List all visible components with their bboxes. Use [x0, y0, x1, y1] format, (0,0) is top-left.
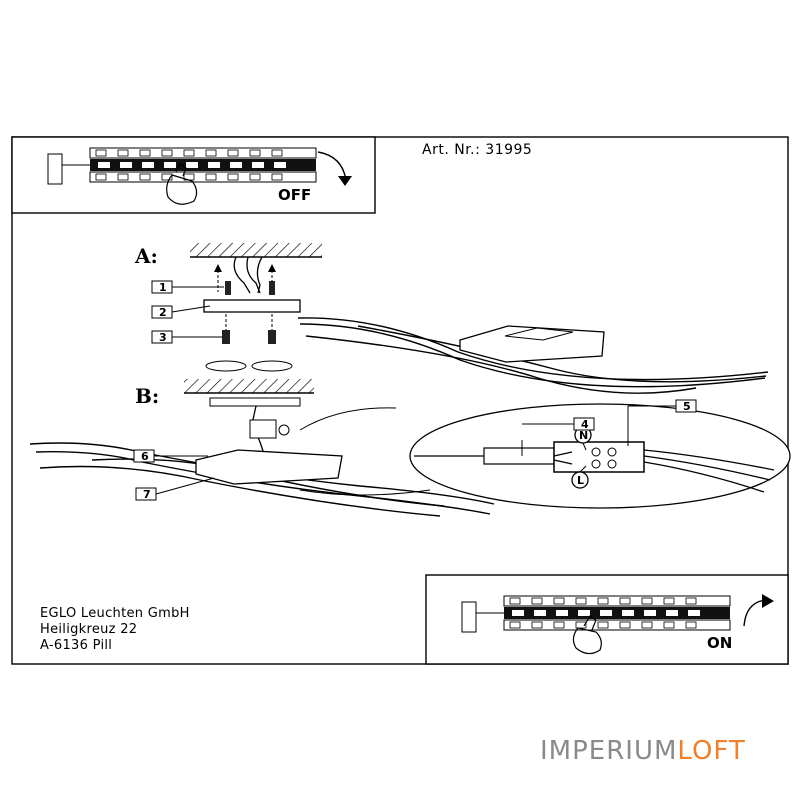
part-labels: 1 2 3 4 5 6 7 N L — [133, 280, 697, 501]
on-panel — [425, 574, 789, 665]
part-3-label: 3 — [159, 331, 167, 344]
live-label: L — [577, 474, 584, 487]
sheet-frame — [11, 136, 789, 665]
manufacturer-address: EGLO Leuchten GmbH Heiligkreuz 22 A-6136… — [40, 606, 190, 654]
wiring-detail — [409, 403, 791, 509]
watermark-right: LOFT — [677, 736, 746, 766]
part-1-label: 1 — [159, 281, 167, 294]
part-5-label: 5 — [683, 400, 691, 413]
led-strip-off — [47, 147, 317, 185]
address-line-2: Heiligkreuz 22 — [40, 622, 138, 637]
terminal-block — [553, 441, 645, 473]
address-line-1: EGLO Leuchten GmbH — [40, 606, 190, 621]
neutral-label: N — [579, 429, 588, 442]
watermark: IMPERIUMLOFT — [540, 736, 746, 766]
finger-icon — [166, 174, 198, 205]
off-label: OFF — [278, 186, 312, 204]
lamp-body-a — [297, 317, 769, 394]
step-b-label: B: — [135, 384, 160, 408]
part-2-label: 2 — [159, 306, 167, 319]
article-number: Art. Nr.: 31995 — [422, 142, 533, 158]
address-line-3: A-6136 Pill — [40, 638, 113, 653]
on-label: ON — [707, 634, 733, 652]
led-strip-on — [461, 595, 731, 633]
part-4-label: 4 — [581, 418, 589, 431]
finger-icon-on — [572, 627, 602, 655]
mounting-bracket — [203, 299, 301, 313]
step-a-diagram — [171, 243, 769, 394]
part-6-label: 6 — [141, 450, 149, 463]
step-a-label: A: — [135, 244, 158, 268]
off-panel — [11, 136, 376, 214]
watermark-left: IMPERIUM — [540, 736, 678, 766]
part-7-label: 7 — [143, 488, 151, 501]
